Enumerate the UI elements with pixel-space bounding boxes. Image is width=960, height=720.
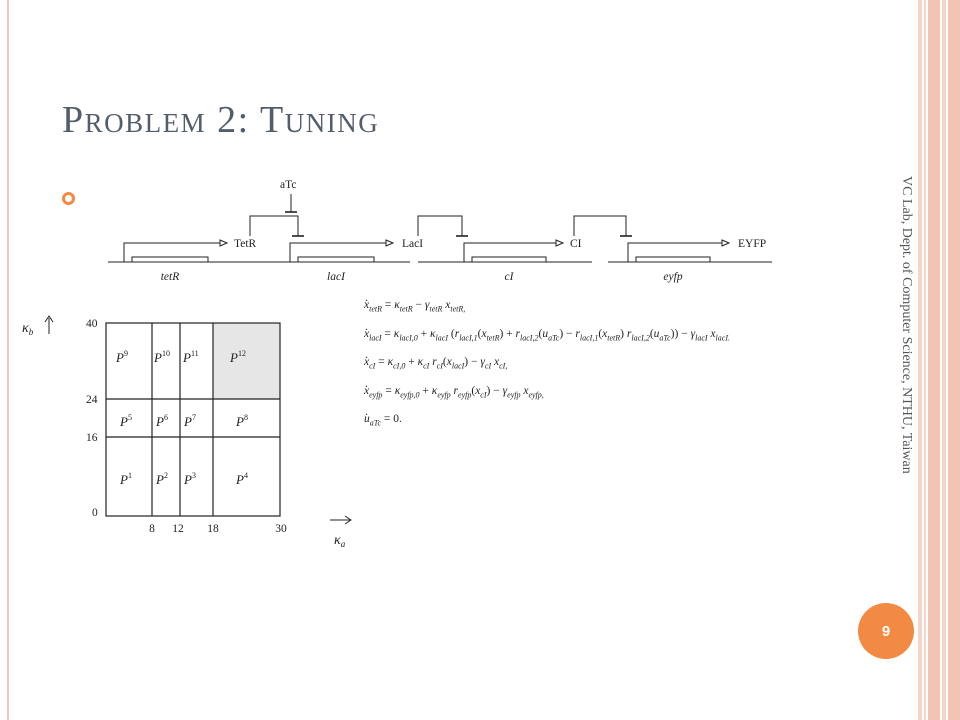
x-tick-18: 18: [207, 523, 219, 535]
promoter-arrow-3: [463, 242, 556, 262]
region-label-p9: P9: [115, 349, 128, 365]
y-axis-label: κb: [22, 321, 34, 337]
promoter-arrow-head-4: [721, 239, 731, 247]
region-label-p6: P6: [155, 413, 168, 429]
protein-label-tetR: TetR: [234, 238, 257, 250]
slide-title: Problem 2: Tuning: [62, 99, 380, 141]
y-tick-0: 0: [92, 507, 98, 519]
right-decorative-stripes: [918, 0, 960, 720]
sidebar-lab-credit: VC Lab, Dept. of Computer Science, NTHU,…: [899, 176, 914, 474]
gene-box-eyfp: [635, 256, 711, 263]
region-label-p3: P3: [183, 471, 196, 487]
region-label-p1: P1: [119, 471, 132, 487]
equation-lacI: xlacI = κlacI,0 + κlacI (rlacI,1(xtetR) …: [364, 328, 730, 342]
equation-tetR: xtetR = κtetR − γtetR xtetR,: [364, 299, 465, 313]
x-axis-arrow-head-icon: [344, 515, 352, 525]
region-label-p11: P11: [182, 349, 199, 365]
protein-label-lacI: LacI: [402, 238, 423, 250]
circle-bullet-icon: [62, 192, 75, 205]
protein-label-cI: CI: [570, 238, 582, 250]
repression-lacI-cI: [417, 215, 463, 236]
protein-label-eyfp: EYFP: [738, 238, 766, 250]
y-tick-24: 24: [86, 394, 98, 406]
inducer-label: aTc: [280, 179, 296, 191]
equation-eyfp: xeyfp = κeyfp,0 + κeyfp reyfp(xcI) − γey…: [364, 385, 544, 399]
y-tick-40: 40: [86, 318, 98, 330]
region-label-p10: P10: [153, 349, 170, 365]
x-axis-label: κa: [334, 533, 346, 549]
x-tick-12: 12: [172, 523, 184, 535]
region-label-p4: P4: [235, 471, 248, 487]
gene-label-eyfp: eyfp: [663, 271, 682, 283]
promoter-arrow-head-3: [555, 239, 565, 247]
promoter-arrow-2: [289, 242, 386, 262]
parameter-region-grid: [105, 322, 281, 517]
promoter-arrow-head-2: [385, 239, 395, 247]
page-number-badge: 9: [858, 603, 914, 659]
y-tick-16: 16: [86, 432, 98, 444]
region-label-p5: P5: [119, 413, 132, 429]
repression-cI-eyfp: [573, 215, 627, 236]
repression-tetR-lacI: [249, 215, 299, 236]
region-label-p2: P2: [155, 471, 168, 487]
promoter-arrow-4: [627, 242, 722, 262]
region-label-p7: P7: [183, 413, 196, 429]
promoter-arrow-head-1: [219, 239, 229, 247]
genetic-circuit-diagram: [108, 194, 772, 263]
region-label-p8: P8: [235, 413, 248, 429]
equation-cI: xcI = κcI,0 + κcI rcI(xlacI) − γcI xcI,: [364, 356, 507, 370]
gene-box-lacI: [297, 256, 375, 263]
left-border-line: [7, 0, 9, 720]
x-tick-8: 8: [149, 523, 155, 535]
highlighted-region-p12: [213, 323, 280, 399]
gene-label-lacI: lacI: [327, 271, 346, 283]
x-tick-30: 30: [275, 523, 287, 535]
gene-box-tetR: [131, 256, 209, 263]
grid-frame: [105, 322, 281, 517]
gene-box-cI: [471, 256, 547, 263]
y-axis-arrow-head-icon: [44, 315, 54, 323]
equation-aTc: uaTc = 0.: [364, 413, 402, 427]
promoter-arrow-1: [123, 242, 220, 262]
gene-label-tetR: tetR: [161, 271, 180, 283]
gene-label-cI: cI: [505, 271, 515, 283]
